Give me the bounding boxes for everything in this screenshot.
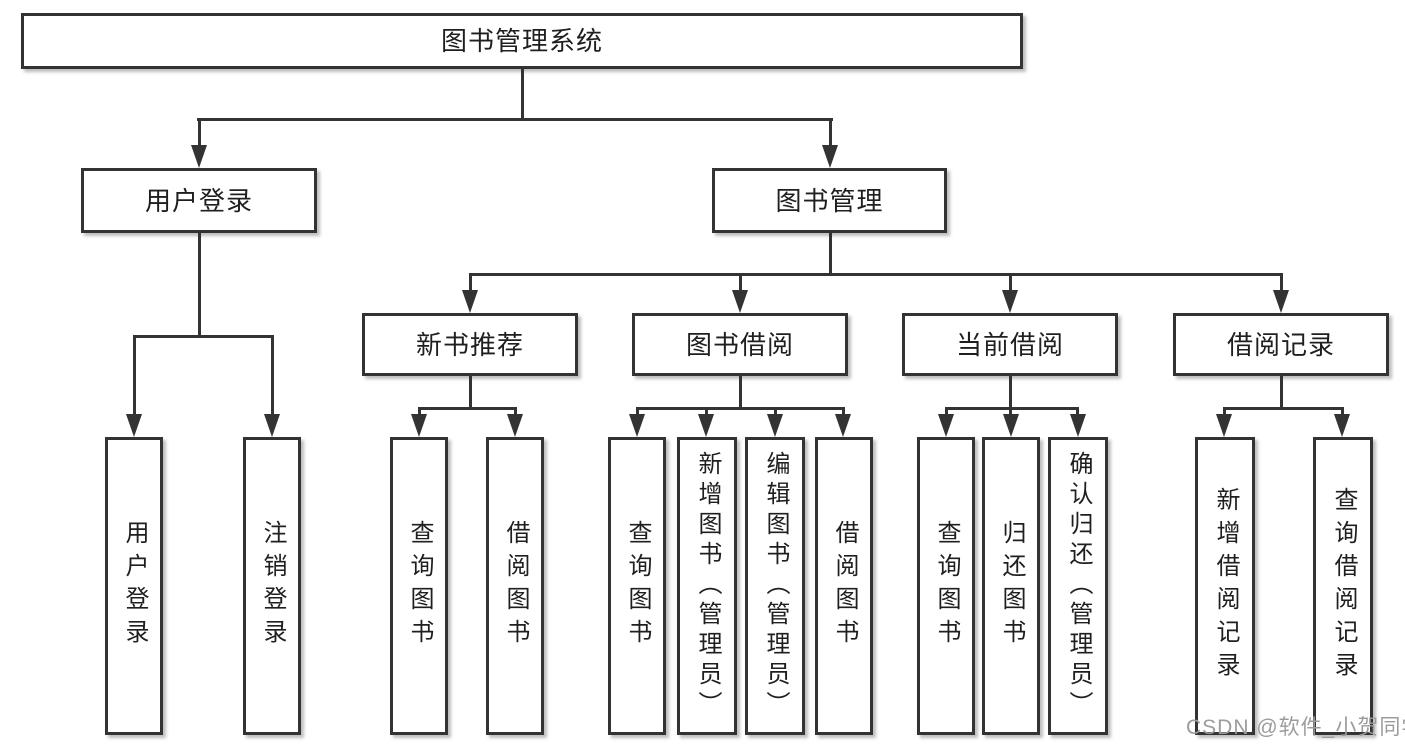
node-book-borrowing-label: 图书借阅	[685, 329, 794, 360]
connector-line	[829, 233, 832, 273]
node-user-login-label: 用户登录	[144, 185, 253, 216]
connector-line	[705, 407, 708, 417]
connector-line	[271, 335, 274, 415]
node-book-management: 图书管理	[712, 168, 947, 233]
connector-line	[1009, 407, 1012, 417]
leaf-confirm-return-admin-label: 确认归还（管理员）	[1065, 451, 1092, 721]
node-borrowing-records: 借阅记录	[1173, 313, 1389, 376]
connector-line	[842, 407, 845, 417]
arrowhead-icon	[767, 414, 783, 437]
connector-line	[469, 273, 1283, 276]
arrowhead-icon	[938, 414, 954, 437]
connector-line	[945, 407, 948, 417]
arrowhead-icon	[822, 145, 838, 168]
node-user-login: 用户登录	[81, 168, 317, 233]
connector-line	[198, 118, 201, 148]
leaf-borrow-books-label: 借阅图书	[831, 520, 858, 652]
connector-line	[1009, 273, 1012, 293]
leaf-query-borrow-record: 查询借阅记录	[1313, 437, 1373, 735]
connector-line	[198, 233, 201, 335]
leaf-query-books-current-label: 查询图书	[933, 520, 960, 652]
arrowhead-icon	[264, 414, 280, 437]
arrowhead-icon	[1003, 414, 1019, 437]
node-book-borrowing: 图书借阅	[632, 313, 848, 376]
arrowhead-icon	[1216, 414, 1232, 437]
connector-line	[774, 407, 777, 417]
leaf-query-books-current: 查询图书	[917, 437, 975, 735]
csdn-watermark: CSDN @软件_小贺同学	[1186, 716, 1405, 739]
leaf-add-borrow-record-label: 新增借阅记录	[1212, 487, 1239, 685]
arrowhead-icon	[1334, 414, 1350, 437]
connector-line	[829, 118, 832, 148]
node-root-label: 图书管理系统	[440, 26, 603, 56]
connector-line	[1223, 407, 1226, 417]
arrowhead-icon	[126, 414, 142, 437]
leaf-logout-label: 注销登录	[259, 520, 286, 652]
leaf-confirm-return-admin: 确认归还（管理员）	[1048, 437, 1108, 735]
node-root: 图书管理系统	[21, 13, 1023, 69]
connector-line	[418, 407, 421, 417]
connector-line	[133, 335, 136, 415]
arrowhead-icon	[835, 414, 851, 437]
leaf-borrow-books-recommend-label: 借阅图书	[502, 520, 529, 652]
connector-line	[1009, 376, 1012, 407]
leaf-borrow-books-recommend: 借阅图书	[486, 437, 544, 735]
leaf-logout: 注销登录	[243, 437, 301, 735]
connector-line	[636, 407, 639, 417]
arrowhead-icon	[698, 414, 714, 437]
leaf-query-borrow-record-label: 查询借阅记录	[1330, 487, 1357, 685]
connector-line	[636, 407, 845, 410]
connector-line	[1341, 407, 1344, 417]
connector-line	[133, 335, 274, 338]
leaf-add-borrow-record: 新增借阅记录	[1195, 437, 1255, 735]
leaf-query-books-borrowing-label: 查询图书	[624, 520, 651, 652]
connector-line	[514, 407, 517, 417]
leaf-user-login: 用户登录	[105, 437, 163, 735]
leaf-borrow-books: 借阅图书	[815, 437, 873, 735]
connector-line	[1223, 407, 1344, 410]
arrowhead-icon	[411, 414, 427, 437]
leaf-edit-books-admin: 编辑图书（管理员）	[745, 437, 805, 735]
arrowhead-icon	[732, 290, 748, 313]
arrowhead-icon	[462, 290, 478, 313]
leaf-add-books-admin-label: 新增图书（管理员）	[694, 451, 721, 721]
arrowhead-icon	[507, 414, 523, 437]
leaf-user-login-label: 用户登录	[121, 520, 148, 652]
leaf-return-books-label: 归还图书	[998, 520, 1025, 652]
connector-line	[418, 407, 517, 410]
connector-line	[739, 273, 742, 293]
leaf-return-books: 归还图书	[982, 437, 1040, 735]
arrowhead-icon	[629, 414, 645, 437]
connector-line	[521, 69, 524, 118]
node-new-book-recommend-label: 新书推荐	[415, 329, 524, 360]
node-new-book-recommend: 新书推荐	[362, 313, 578, 376]
connector-line	[945, 407, 1079, 410]
node-borrowing-records-label: 借阅记录	[1226, 329, 1335, 360]
leaf-query-books-recommend: 查询图书	[390, 437, 448, 735]
arrowhead-icon	[1070, 414, 1086, 437]
connector-line	[739, 376, 742, 407]
connector-line	[1076, 407, 1079, 417]
connector-line	[197, 118, 833, 121]
arrowhead-icon	[1273, 290, 1289, 313]
arrowhead-icon	[1002, 290, 1018, 313]
leaf-edit-books-admin-label: 编辑图书（管理员）	[762, 451, 789, 721]
node-current-borrowing-label: 当前借阅	[955, 329, 1064, 360]
connector-line	[469, 376, 472, 407]
connector-line	[469, 273, 472, 293]
connector-line	[1280, 376, 1283, 407]
leaf-query-books-recommend-label: 查询图书	[406, 520, 433, 652]
node-book-management-label: 图书管理	[775, 185, 884, 216]
arrowhead-icon	[191, 145, 207, 168]
node-current-borrowing: 当前借阅	[902, 313, 1118, 376]
leaf-query-books-borrowing: 查询图书	[608, 437, 666, 735]
connector-line	[1280, 273, 1283, 293]
leaf-add-books-admin: 新增图书（管理员）	[677, 437, 737, 735]
